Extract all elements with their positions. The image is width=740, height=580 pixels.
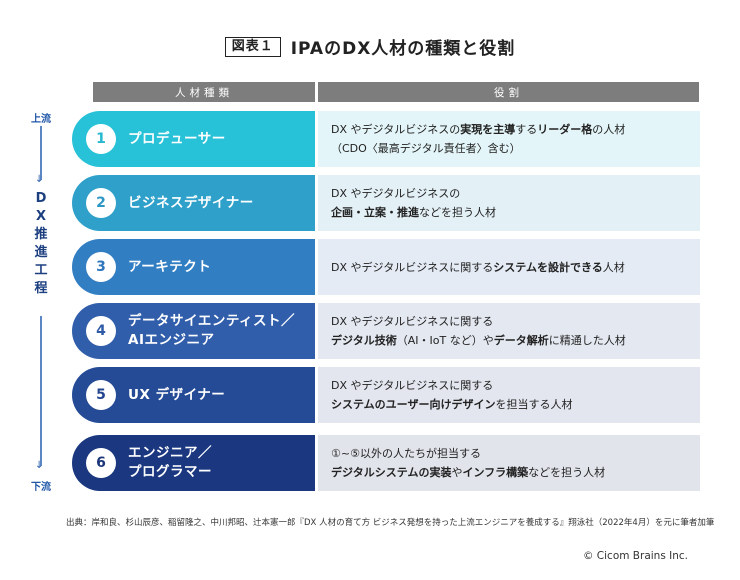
role-description-line: ①~⑤以外の人たちが担当する [331, 444, 700, 463]
role-type-pill: 5 UX デザイナー [72, 367, 315, 423]
role-text: や [451, 466, 463, 479]
role-number: 1 [86, 124, 116, 154]
role-description-line: （CDO〈最高デジタル責任者〉含む） [331, 139, 700, 158]
role-text: 人材 [602, 260, 625, 274]
arrow-down-icon: ↓ [35, 174, 44, 185]
role-type-label: ビジネスデザイナー [128, 194, 254, 211]
role-row: 3 アーキテクト DX やデジタルビジネスに関するシステムを設計できる人材 [72, 239, 700, 295]
role-description: DX やデジタルビジネスに関するデジタル技術（AI・IoT など）やデータ解析に… [318, 303, 700, 359]
process-label-char: 進 [34, 245, 48, 260]
process-line-lower [40, 316, 42, 466]
role-description-line: DX やデジタルビジネスに関する [331, 376, 700, 395]
role-description-line: DX やデジタルビジネスに関する [331, 312, 700, 331]
role-text: DX やデジタルビジネスの [331, 187, 461, 200]
role-description-line: DX やデジタルビジネスの [331, 184, 700, 203]
role-keyword: デジタルシステムの実装 [331, 466, 452, 479]
role-text: などを担う人材 [528, 466, 606, 479]
role-text: ①~⑤以外の人たちが担当する [331, 447, 481, 460]
role-keyword: データ解析 [493, 334, 549, 347]
role-keyword: デジタル技術 [331, 334, 397, 347]
process-line-upper [40, 126, 42, 180]
role-text: DX やデジタルビジネスに関する [331, 379, 494, 392]
role-type-label: プロデューサー [128, 130, 226, 147]
figure-title: IPAのDX人材の種類と役割 [290, 39, 516, 59]
role-description: DX やデジタルビジネスに関するシステムのユーザー向けデザインを担当する人材 [318, 367, 700, 423]
role-description: ①~⑤以外の人たちが担当するデジタルシステムの実装やインフラ構築などを担う人材 [318, 435, 700, 491]
process-label-char: 程 [34, 281, 48, 296]
role-description-line: DX やデジタルビジネスの実現を主導するリーダー格の人材 [331, 120, 700, 139]
copyright: © Cicom Brains Inc. [582, 550, 688, 562]
role-type-pill: 2 ビジネスデザイナー [72, 175, 315, 231]
role-number: 5 [86, 380, 116, 410]
role-text: に精通した人材 [548, 334, 626, 347]
role-keyword: システムのユーザー向けデザイン [331, 398, 496, 411]
role-text: DX やデジタルビジネスの [331, 123, 461, 136]
role-number: 3 [86, 252, 116, 282]
role-keyword: インフラ構築 [462, 466, 529, 479]
role-type-pill: 1 プロデューサー [72, 111, 315, 167]
role-text: （CDO〈最高デジタル責任者〉含む） [331, 142, 521, 155]
role-description: DX やデジタルビジネスの実現を主導するリーダー格の人材 （CDO〈最高デジタル責… [318, 111, 700, 167]
role-text: （AI・IoT など）や [396, 334, 494, 347]
role-keyword: リーダー格 [537, 123, 593, 136]
role-text: の人材 [592, 123, 626, 136]
role-description-line: システムのユーザー向けデザインを担当する人材 [331, 395, 700, 414]
role-type-pill: 4 データサイエンティスト／ AIエンジニア [72, 303, 315, 359]
role-description: DX やデジタルビジネスの企画・立案・推進などを担う人材 [318, 175, 700, 231]
role-number: 6 [86, 448, 116, 478]
arrow-down-icon: ↓ [35, 460, 44, 471]
role-type-label: エンジニア／ プログラマー [128, 445, 212, 480]
role-keyword: システムを設計できる [493, 260, 603, 274]
title-area: 図表１ IPAのDX人材の種類と役割 [0, 34, 740, 59]
role-text: する [515, 123, 538, 136]
side-label-upstream: 上流 [31, 114, 51, 125]
role-keyword: 企画・立案・推進 [331, 206, 419, 219]
process-label-char: D [35, 191, 47, 206]
role-number: 2 [86, 188, 116, 218]
source-note: 出典：岸和良、杉山辰彦、稲留隆之、中川邦昭、辻本憲一郎『DX 人材の育て方 ビジ… [66, 518, 715, 528]
process-label-char: 工 [34, 263, 48, 278]
role-description-line: デジタルシステムの実装やインフラ構築などを担う人材 [331, 463, 700, 482]
process-label-char: 推 [34, 227, 48, 242]
figure-label: 図表１ [224, 36, 281, 57]
role-description-line: デジタル技術（AI・IoT など）やデータ解析に精通した人材 [331, 331, 700, 350]
role-text: DX やデジタルビジネスに関する [331, 315, 494, 328]
side-label-downstream: 下流 [31, 482, 51, 493]
role-row: 1 プロデューサー DX やデジタルビジネスの実現を主導するリーダー格の人材 （CDO… [72, 111, 700, 167]
role-type-label: アーキテクト [128, 258, 212, 275]
column-header-role: 役割 [318, 82, 699, 102]
role-description: DX やデジタルビジネスに関するシステムを設計できる人材 [318, 239, 700, 295]
role-description-line: 企画・立案・推進などを担う人材 [331, 203, 700, 222]
role-type-pill: 6 エンジニア／ プログラマー [72, 435, 315, 491]
role-keyword: 実現を主導 [460, 123, 516, 136]
role-type-label: データサイエンティスト／ AIエンジニア [128, 313, 296, 348]
role-description-line: DX やデジタルビジネスに関するシステムを設計できる人材 [331, 258, 700, 277]
role-text: などを担う人材 [419, 206, 496, 219]
role-type-label: UX デザイナー [128, 386, 226, 403]
role-text: DX やデジタルビジネスに関する [331, 260, 494, 274]
process-label-char: X [35, 209, 47, 224]
role-type-pill: 3 アーキテクト [72, 239, 315, 295]
role-text: を担当する人材 [495, 398, 573, 411]
column-header-type: 人材種類 [93, 82, 315, 102]
role-number: 4 [86, 316, 116, 346]
